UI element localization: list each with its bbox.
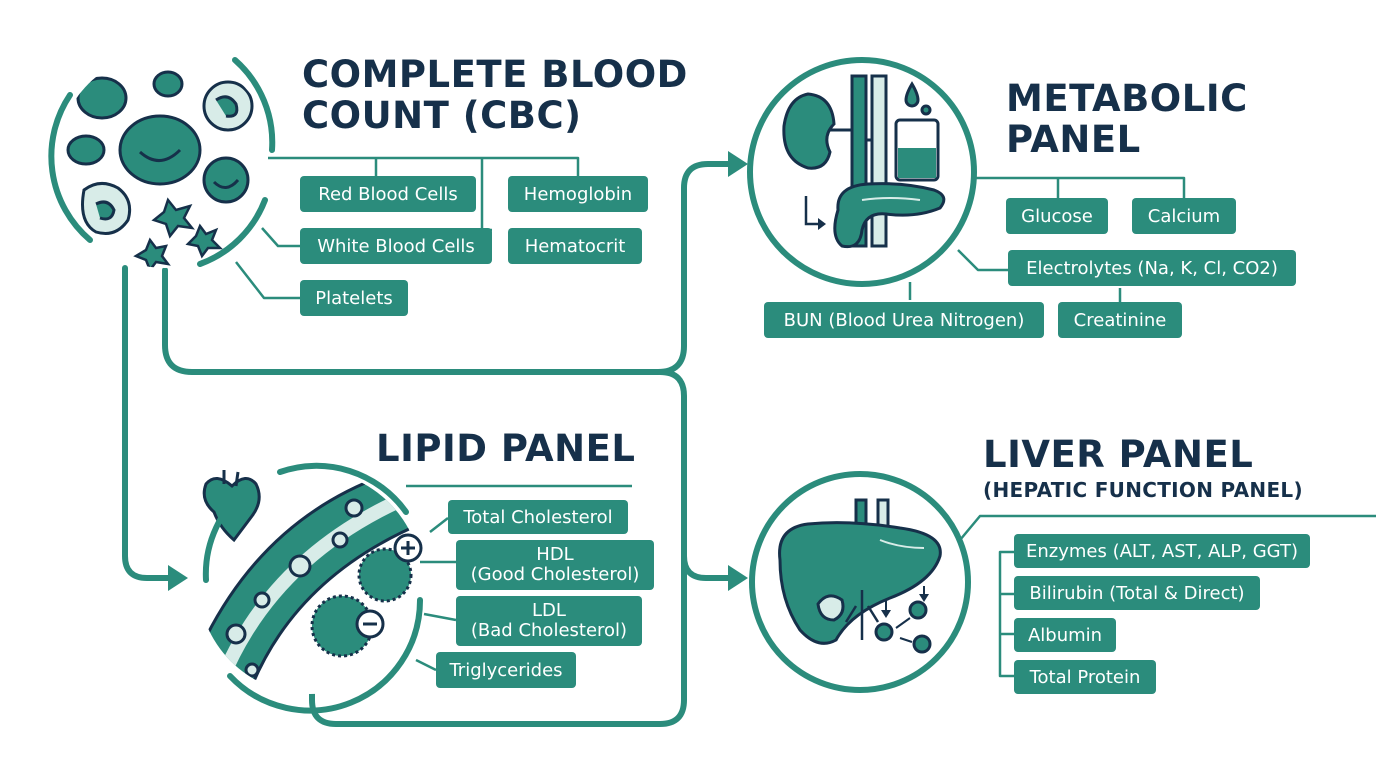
flow-connectors bbox=[122, 161, 743, 727]
connector-cbc-to-lipid bbox=[122, 265, 181, 581]
arrowhead-metabolic bbox=[728, 151, 748, 177]
liver-subtitle: (HEPATIC FUNCTION PANEL) bbox=[983, 478, 1303, 502]
lipid-item-hdl-line2: (Good Cholesterol) bbox=[470, 564, 640, 585]
connector-lipid-to-liver bbox=[309, 369, 687, 727]
metabolic-item-creatinine: Creatinine bbox=[1058, 302, 1182, 338]
cbc-item-red-blood-cells: Red Blood Cells bbox=[300, 176, 476, 212]
liver-item-total-protein: Total Protein bbox=[1014, 660, 1156, 694]
flow-arrowheads bbox=[168, 151, 748, 591]
artery-heart-icon bbox=[198, 462, 424, 714]
metabolic-title: METABOLIC PANEL bbox=[1006, 78, 1248, 161]
lipid-item-ldl-line2: (Bad Cholesterol) bbox=[470, 620, 628, 641]
lipid-item-total-cholesterol: Total Cholesterol bbox=[448, 500, 628, 534]
liver-item-albumin: Albumin bbox=[1014, 618, 1116, 652]
arrowhead-lipid bbox=[168, 565, 188, 591]
metabolic-item-calcium: Calcium bbox=[1132, 198, 1236, 234]
liver-item-enzymes: Enzymes (ALT, AST, ALP, GGT) bbox=[1014, 534, 1310, 568]
metabolic-title-line1: METABOLIC bbox=[1006, 77, 1248, 120]
cbc-item-hemoglobin: Hemoglobin bbox=[508, 176, 648, 212]
liver-icon bbox=[749, 471, 971, 693]
lipid-item-ldl-line1: LDL bbox=[532, 599, 566, 621]
lipid-item-hdl: HDL (Good Cholesterol) bbox=[456, 540, 654, 590]
metabolic-item-electrolytes: Electrolytes (Na, K, Cl, CO2) bbox=[1008, 250, 1296, 286]
cbc-item-platelets: Platelets bbox=[300, 280, 408, 316]
kidney-pancreas-icon bbox=[747, 57, 977, 287]
cbc-title-line2: COUNT (CBC) bbox=[302, 94, 582, 138]
lipid-item-ldl: LDL (Bad Cholesterol) bbox=[456, 596, 642, 646]
arrowhead-liver bbox=[728, 565, 748, 591]
connector-branch-to-liver bbox=[681, 553, 741, 581]
cbc-item-white-blood-cells: White Blood Cells bbox=[300, 228, 492, 264]
blood-cells-icon bbox=[48, 52, 276, 268]
metabolic-item-glucose: Glucose bbox=[1006, 198, 1108, 234]
cbc-title-line1: COMPLETE BLOOD bbox=[302, 53, 688, 96]
liver-branch-lines bbox=[959, 514, 1376, 678]
liver-item-bilirubin: Bilirubin (Total & Direct) bbox=[1014, 576, 1260, 610]
lipid-item-triglycerides: Triglycerides bbox=[436, 652, 576, 688]
cbc-title: COMPLETE BLOOD COUNT (CBC) bbox=[302, 54, 688, 137]
lipid-title: LIPID PANEL bbox=[376, 427, 636, 470]
connector-cbc-to-metabolic bbox=[162, 161, 743, 375]
lipid-item-hdl-line1: HDL bbox=[536, 543, 574, 565]
metabolic-branch-lines bbox=[908, 176, 1186, 304]
lipid-branch-lines bbox=[406, 484, 632, 672]
liver-title: LIVER PANEL bbox=[983, 433, 1254, 476]
metabolic-item-bun: BUN (Blood Urea Nitrogen) bbox=[764, 302, 1044, 338]
metabolic-title-line2: PANEL bbox=[1006, 118, 1141, 162]
cbc-item-hematocrit: Hematocrit bbox=[508, 228, 642, 264]
